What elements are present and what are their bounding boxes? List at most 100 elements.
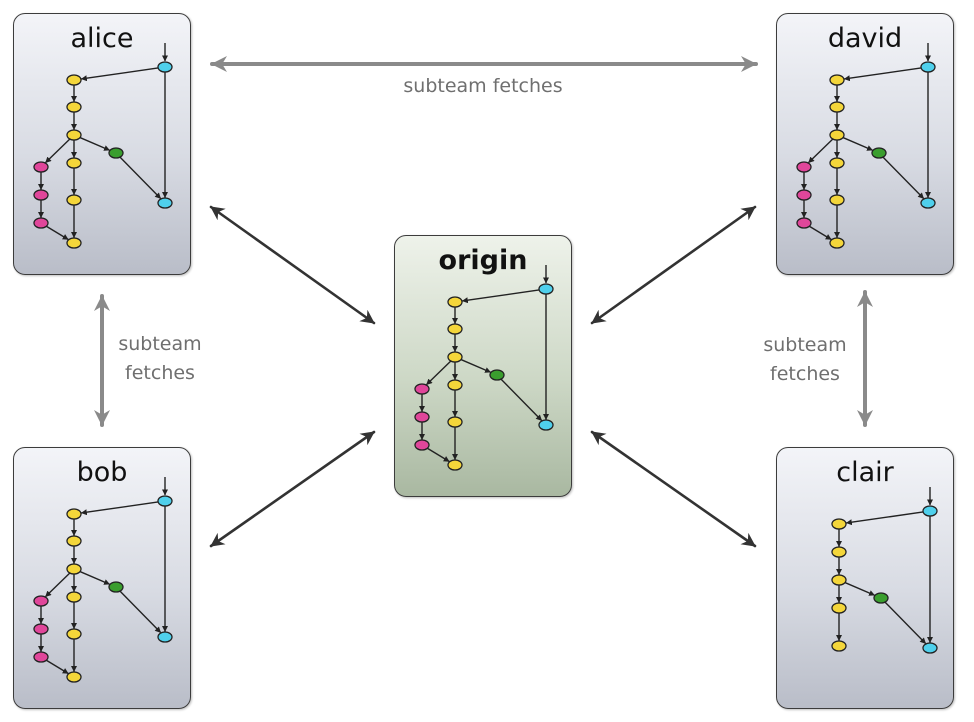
commit-magenta xyxy=(33,189,49,201)
edge-m3-y6 xyxy=(808,225,832,241)
label-left-subteam-fetches: subteam fetches xyxy=(105,330,215,388)
edge-y3-m1 xyxy=(426,360,452,386)
commit-yellow xyxy=(829,237,845,249)
commit-yellow xyxy=(66,671,82,683)
edge-c1-y1 xyxy=(845,511,924,526)
commit-magenta xyxy=(33,595,49,607)
commit-graph-origin xyxy=(414,265,554,471)
commit-yellow xyxy=(66,237,82,249)
commit-yellow xyxy=(831,602,847,614)
commit-magenta xyxy=(796,161,812,173)
commit-green xyxy=(489,369,505,381)
commit-graph-bob xyxy=(33,477,173,683)
repo-clair: clair xyxy=(776,447,954,709)
commit-yellow xyxy=(66,628,82,640)
edge-g-c2 xyxy=(884,601,927,645)
repo-title-alice: alice xyxy=(70,23,134,54)
label-right-line2: fetches xyxy=(770,363,840,385)
commit-cyan xyxy=(920,197,936,209)
repo-alice: alice xyxy=(13,13,191,275)
commit-yellow xyxy=(447,379,463,391)
sync-arrow-bob-origin xyxy=(209,430,376,548)
commit-cyan xyxy=(922,642,938,654)
commit-yellow xyxy=(66,129,82,141)
edge-y3-g xyxy=(79,570,110,585)
commit-magenta xyxy=(33,217,49,229)
label-top-text: subteam fetches xyxy=(403,75,563,97)
commit-yellow xyxy=(66,591,82,603)
commit-magenta xyxy=(414,383,430,395)
commit-graph-clair xyxy=(831,487,938,654)
repo-title-clair: clair xyxy=(836,457,894,488)
sync-arrow-alice-origin xyxy=(209,205,376,325)
commit-graph-alice xyxy=(33,43,173,249)
label-left-line1: subteam xyxy=(118,333,202,355)
commit-cyan xyxy=(538,283,554,295)
label-right-subteam-fetches: subteam fetches xyxy=(750,331,860,389)
commit-magenta xyxy=(33,161,49,173)
edge-g-c2 xyxy=(119,156,162,200)
commit-yellow xyxy=(447,459,463,471)
edge-g-c2 xyxy=(882,156,925,200)
edge-y3-g xyxy=(460,358,491,373)
edge-y3-m1 xyxy=(45,138,71,164)
commit-yellow xyxy=(829,74,845,86)
commit-cyan xyxy=(922,505,938,517)
commit-cyan xyxy=(920,61,936,73)
commit-yellow xyxy=(829,194,845,206)
commit-cyan xyxy=(157,197,173,209)
edge-y3-g xyxy=(842,136,873,151)
label-left-line2: fetches xyxy=(125,362,195,384)
label-right-line1: subteam xyxy=(763,334,847,356)
commit-cyan xyxy=(538,419,554,431)
edge-m3-y6 xyxy=(45,659,69,675)
edge-y3-m1 xyxy=(45,572,71,598)
edge-m3-y6 xyxy=(426,447,450,463)
commit-yellow xyxy=(447,296,463,308)
commit-green xyxy=(108,147,124,159)
commit-cyan xyxy=(157,495,173,507)
commit-yellow xyxy=(447,416,463,428)
commit-yellow xyxy=(447,351,463,363)
commit-green xyxy=(871,147,887,159)
repo-title-bob: bob xyxy=(76,457,128,488)
commit-yellow xyxy=(831,640,847,652)
commit-graph-david xyxy=(796,43,936,249)
edge-g-c2 xyxy=(119,590,162,634)
commit-yellow xyxy=(831,546,847,558)
commit-magenta xyxy=(33,651,49,663)
commit-magenta xyxy=(796,189,812,201)
commit-yellow xyxy=(66,508,82,520)
sync-arrow-david-origin xyxy=(590,205,757,325)
repo-bob: bob xyxy=(13,447,191,709)
edge-y3-g xyxy=(844,581,875,596)
commit-cyan xyxy=(157,61,173,73)
repo-origin: origin xyxy=(394,235,572,497)
repo-title-origin: origin xyxy=(438,245,528,276)
commit-yellow xyxy=(829,157,845,169)
repo-title-david: david xyxy=(827,23,903,54)
commit-magenta xyxy=(414,439,430,451)
commit-green xyxy=(873,592,889,604)
edge-m3-y6 xyxy=(45,225,69,241)
sync-arrow-clair-origin xyxy=(590,430,757,548)
commit-yellow xyxy=(66,157,82,169)
label-top-subteam-fetches: subteam fetches xyxy=(383,72,583,101)
commit-magenta xyxy=(414,411,430,423)
edge-c1-y1 xyxy=(461,289,540,304)
edge-c1-y1 xyxy=(80,67,159,82)
commit-yellow xyxy=(829,101,845,113)
edge-g-c2 xyxy=(500,378,543,422)
commit-yellow xyxy=(831,574,847,586)
commit-green xyxy=(108,581,124,593)
edge-c1-y1 xyxy=(80,501,159,516)
commit-yellow xyxy=(829,129,845,141)
commit-cyan xyxy=(157,631,173,643)
commit-yellow xyxy=(831,518,847,530)
commit-yellow xyxy=(66,563,82,575)
commit-yellow xyxy=(66,194,82,206)
edge-y3-m1 xyxy=(808,138,834,164)
commit-yellow xyxy=(447,323,463,335)
